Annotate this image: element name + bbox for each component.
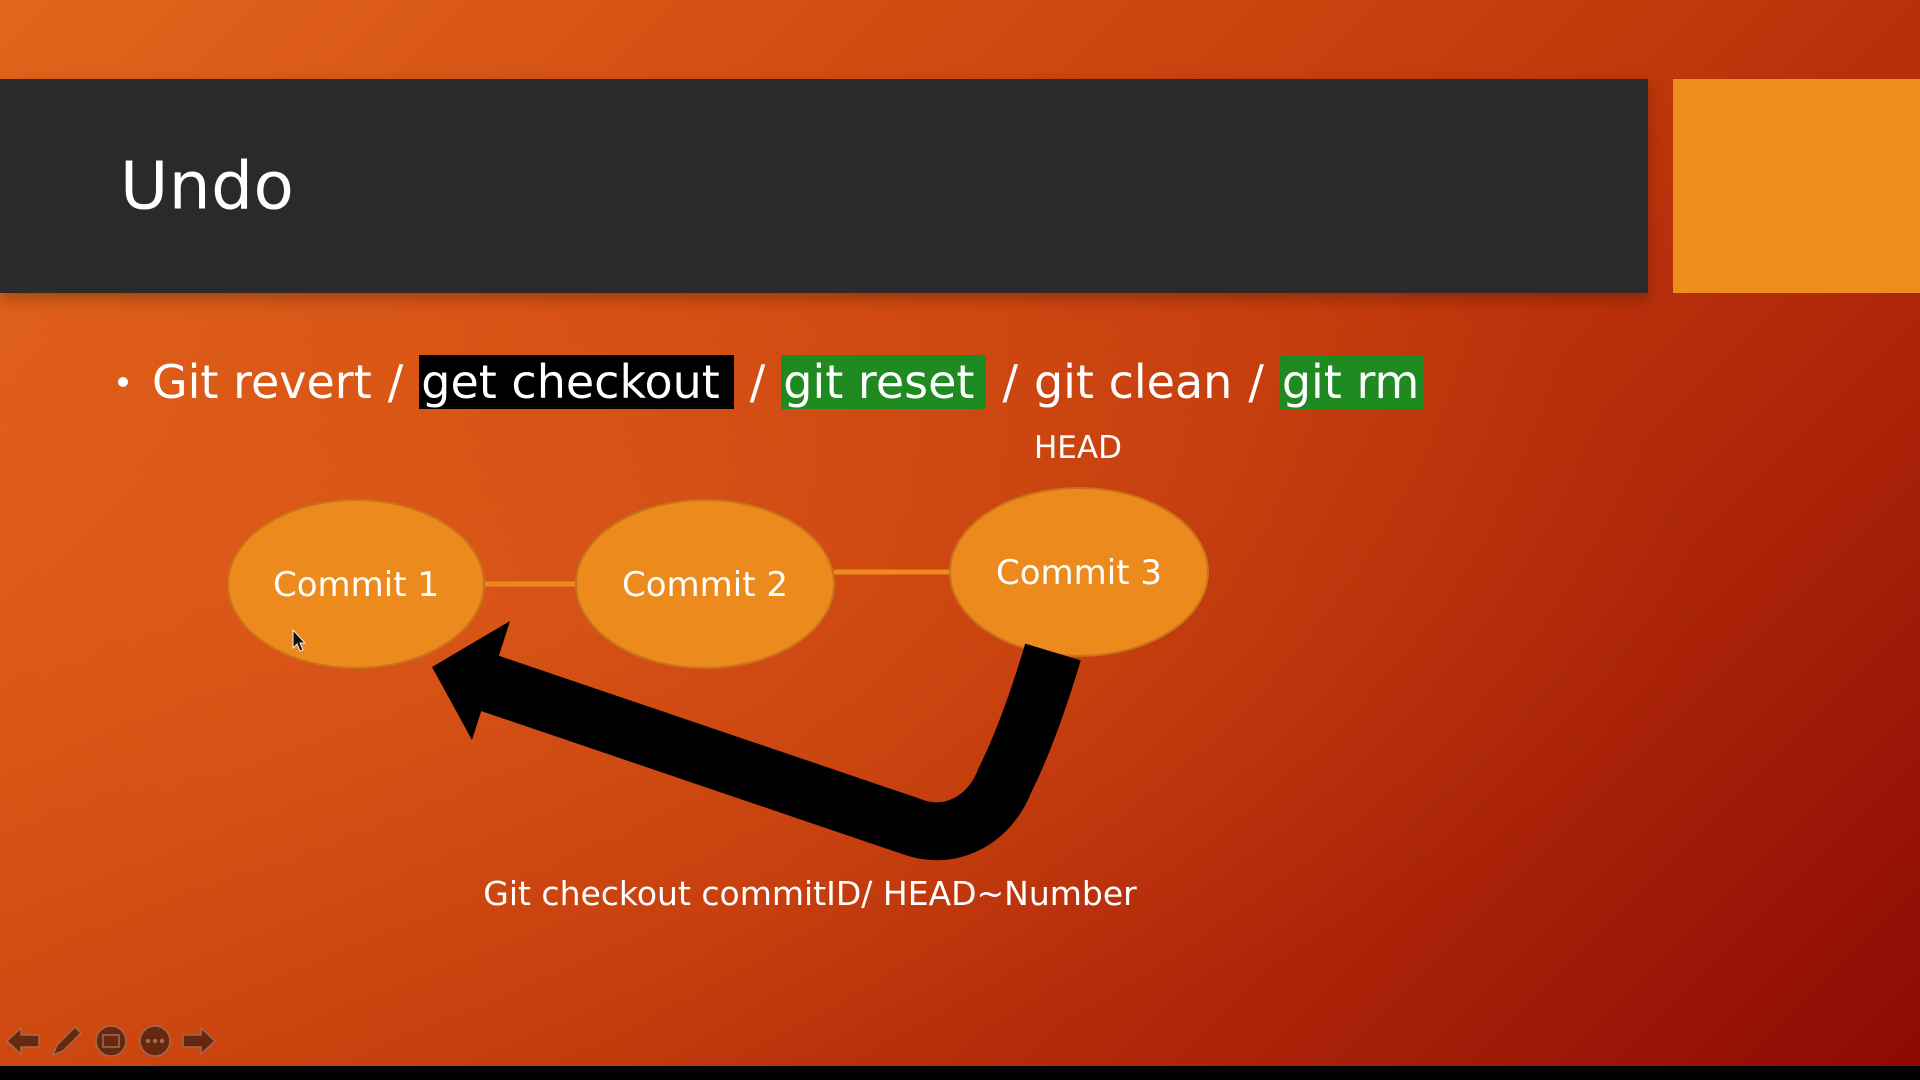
- slide-title: Undo: [120, 147, 295, 225]
- checkout-arrow-shaft: [470, 643, 1081, 861]
- commit-node-1[interactable]: [227, 499, 485, 669]
- commit-label-2: Commit 2: [622, 565, 788, 605]
- bullet-item-git-revert: Git revert: [152, 355, 372, 409]
- bullet-item-get-checkout: get checkout: [419, 355, 734, 409]
- bullet-line: Git revert / get checkout / git reset / …: [118, 350, 1424, 414]
- commit-label-1: Commit 1: [273, 565, 439, 605]
- separator: /: [749, 355, 766, 409]
- mouse-cursor-icon: [292, 628, 307, 652]
- commit-label-3: Commit 3: [996, 553, 1162, 593]
- arrow-left-icon[interactable]: [4, 1022, 42, 1060]
- title-bar: Undo: [0, 79, 1648, 293]
- commit-node-3[interactable]: [949, 487, 1209, 657]
- checkout-arrow-head: [432, 621, 510, 740]
- bullet-item-git-clean: git clean: [1033, 355, 1233, 409]
- diagram-caption: Git checkout commitID/ HEAD~Number: [483, 874, 1137, 913]
- separator: /: [1002, 355, 1018, 409]
- slide-overview-icon[interactable]: [92, 1022, 130, 1060]
- bullet-item-git-reset: git reset: [781, 355, 987, 409]
- bullet-item-git-rm: git rm: [1279, 355, 1424, 409]
- bullet-dot: [118, 377, 128, 387]
- more-options-icon[interactable]: [136, 1022, 174, 1060]
- head-label: HEAD: [1034, 430, 1122, 466]
- accent-block: [1673, 79, 1920, 293]
- separator: /: [387, 355, 404, 409]
- bottom-bar: [0, 1066, 1920, 1080]
- commit-node-2[interactable]: [575, 499, 835, 669]
- arrow-right-icon[interactable]: [180, 1022, 218, 1060]
- separator: /: [1248, 355, 1264, 409]
- slideshow-controls: [4, 1022, 218, 1060]
- pen-icon[interactable]: [48, 1022, 86, 1060]
